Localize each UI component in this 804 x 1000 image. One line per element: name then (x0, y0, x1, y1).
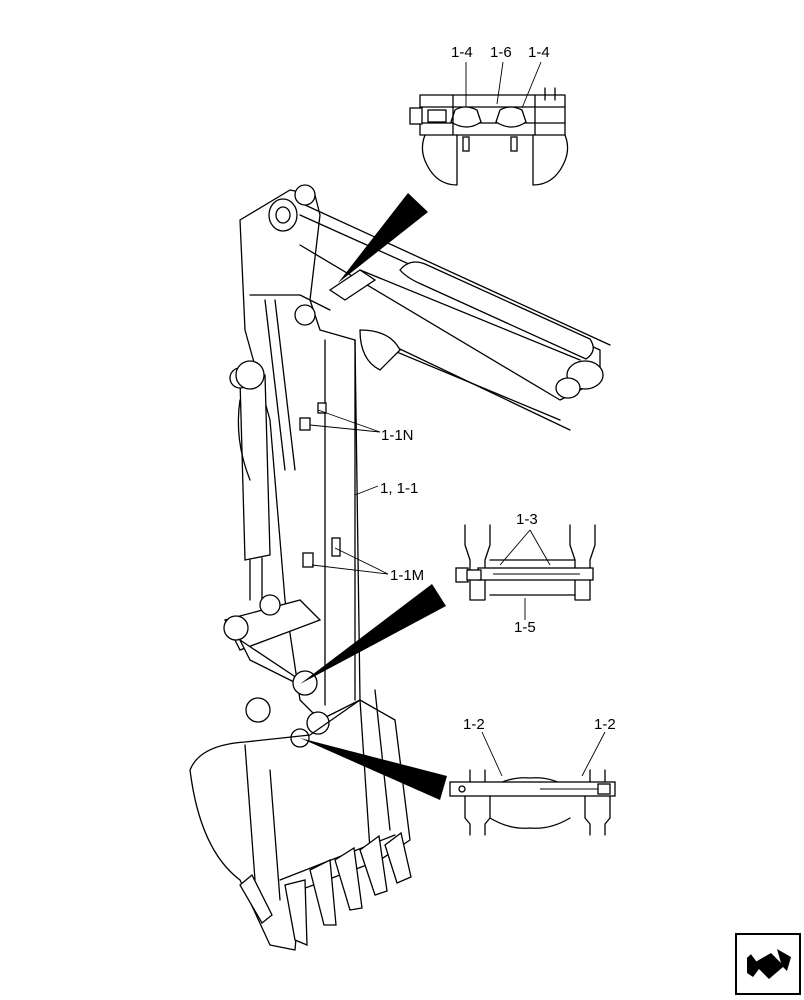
callout-1-5: 1-5 (514, 619, 536, 636)
pointer-wedges (300, 193, 447, 800)
detail-top-pin (409, 61, 569, 186)
pointer-middle (300, 584, 446, 684)
arm-assembly (189, 184, 611, 951)
callout-1-4-left: 1-4 (451, 44, 473, 61)
callout-1-2-left: 1-2 (463, 716, 485, 733)
pointer-top (338, 193, 428, 283)
callout-1-4-right: 1-4 (528, 44, 550, 61)
callout-1-1M: 1-1M (390, 567, 425, 584)
callout-1-1N: 1-1N (381, 427, 414, 444)
detail-bottom-pin (449, 731, 616, 836)
page-turn-arrow-icon[interactable] (735, 933, 801, 995)
callout-1-2-right: 1-2 (594, 716, 616, 733)
detail-mid-pin (455, 524, 596, 620)
callout-1-6: 1-6 (490, 44, 512, 61)
callout-1-1-1: 1, 1-1 (380, 480, 419, 497)
leader-lines (309, 409, 389, 575)
pointer-bottom (300, 738, 447, 800)
callout-1-3: 1-3 (516, 511, 538, 528)
